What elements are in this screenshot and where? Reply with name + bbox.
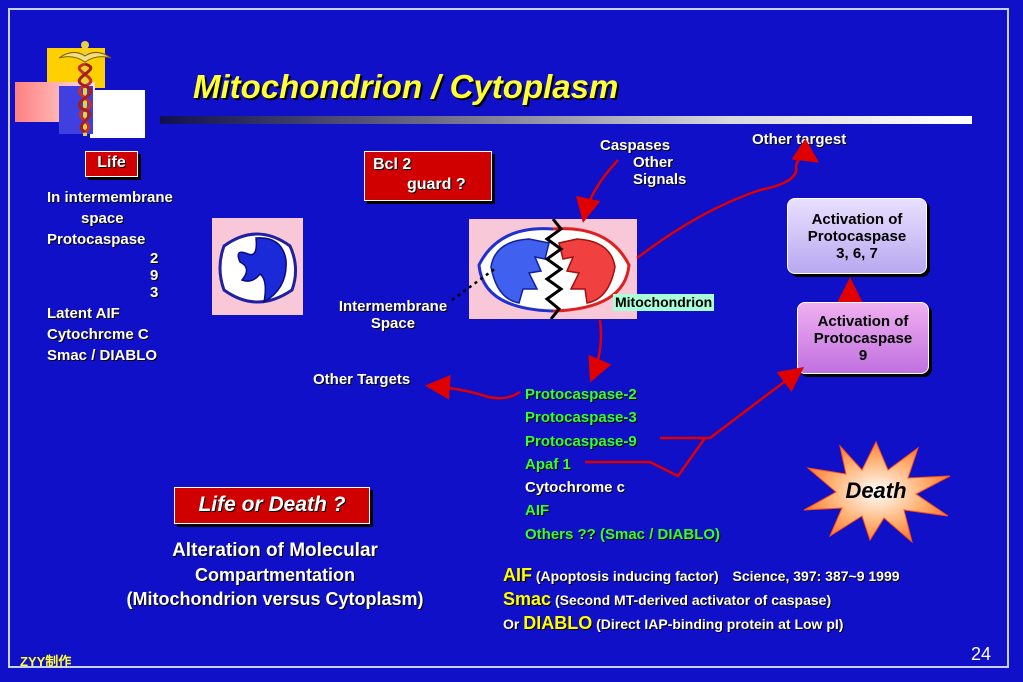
alteration-line1: Alteration of Molecular [172, 540, 378, 561]
intermembrane-line2: Space [370, 315, 416, 332]
released-factor-item: Apaf 1 [525, 455, 571, 473]
released-factor-item: Protocaspase-3 [525, 409, 637, 427]
left-list-number: 3 [150, 284, 159, 301]
aif-definition: AIF (Apoptosis inducing factor) Science,… [503, 563, 900, 587]
other-targets-label: Other Targets [313, 371, 411, 388]
mitochondrion-small-image [212, 218, 303, 315]
slide-frame [8, 8, 1009, 668]
released-factor-item: Protocaspase-9 [525, 432, 637, 450]
slide-title: Mitochondrion / Cytoplasm [193, 68, 619, 105]
released-factor-item: Others ?? (Smac / DIABLO) [525, 525, 721, 543]
left-list-number: 2 [150, 250, 159, 267]
activation-protocaspase-367-box: Activation of Protocaspase 3, 6, 7 [787, 198, 927, 274]
alteration-line2: Compartmentation [194, 565, 355, 585]
left-list-number: 9 [150, 267, 159, 284]
left-list: In intermembrane space Protocaspase 2 9 … [47, 187, 217, 366]
other-signals-line2: Signals [633, 171, 687, 188]
diablo-desc: (Direct IAP-binding protein at Low pI) [596, 616, 844, 632]
activation-9-line2: Protocaspase [813, 330, 913, 347]
page-number: 24 [971, 644, 992, 664]
released-factor-item: AIF [525, 502, 550, 520]
intermembrane-line1: Intermembrane [338, 298, 448, 315]
activation-protocaspase-9-box: Activation of Protocaspase 9 [797, 302, 929, 374]
intermembrane-space-label: Intermembrane Space [322, 298, 464, 332]
bcl2-guard-label: Bcl 2 guard ? [364, 151, 492, 201]
other-signals-line1: Other [633, 154, 674, 171]
life-or-death-label: Life or Death ? [174, 487, 370, 524]
alteration-caption: Alteration of Molecular Compartmentation… [100, 539, 450, 611]
aif-desc: (Apoptosis inducing factor) [535, 568, 719, 584]
bcl2-line1: Bcl 2 [373, 156, 412, 173]
diablo-abbr: DIABLO [523, 613, 593, 633]
left-list-line: Cytochrcme C [47, 326, 149, 343]
activation-9-line1: Activation of [817, 313, 909, 330]
life-label: Life [85, 151, 138, 177]
footer-credit: ZYY制作 [20, 654, 72, 669]
other-signals-label: Other Signals [633, 154, 686, 188]
diablo-prefix: Or [503, 616, 520, 632]
diablo-definition: Or DIABLO (Direct IAP-binding protein at… [503, 611, 900, 635]
aif-ref: Science, 397: 387~9 1999 [732, 568, 900, 584]
smac-abbr: Smac [503, 589, 552, 609]
title-underline-bar [160, 116, 972, 124]
left-list-line: Latent AIF [47, 305, 120, 322]
activation-367-line3: 3, 6, 7 [836, 245, 878, 262]
other-targest-label: Other targest [752, 131, 847, 148]
left-list-line: In intermembrane [47, 189, 173, 206]
smac-desc: (Second MT-derived activator of caspase) [554, 592, 832, 608]
caspases-label: Caspases [600, 137, 671, 154]
activation-367-line2: Protocaspase [807, 228, 907, 245]
left-list-line: Smac / DIABLO [47, 347, 158, 364]
released-factor-item: Protocaspase-2 [525, 386, 637, 403]
mitochondrion-label: Mitochondrion [613, 294, 715, 311]
mitochondrion-large-image [469, 218, 637, 320]
left-list-line: Protocaspase [47, 231, 146, 248]
released-factor-item: Cytochrome c [525, 479, 626, 497]
death-label: Death [845, 478, 907, 503]
smac-definition: Smac (Second MT-derived activator of cas… [503, 587, 900, 611]
activation-9-line3: 9 [858, 347, 868, 364]
definitions: AIF (Apoptosis inducing factor) Science,… [503, 563, 900, 635]
bcl2-line2: guard ? [407, 176, 466, 193]
left-list-line: space [81, 210, 124, 227]
aif-abbr: AIF [503, 565, 532, 585]
death-starburst: Death [800, 440, 952, 544]
activation-367-line1: Activation of [811, 211, 903, 228]
caduceus-logo [15, 40, 150, 140]
alteration-line3: (Mitochondrion versus Cytoplasm) [126, 589, 424, 609]
